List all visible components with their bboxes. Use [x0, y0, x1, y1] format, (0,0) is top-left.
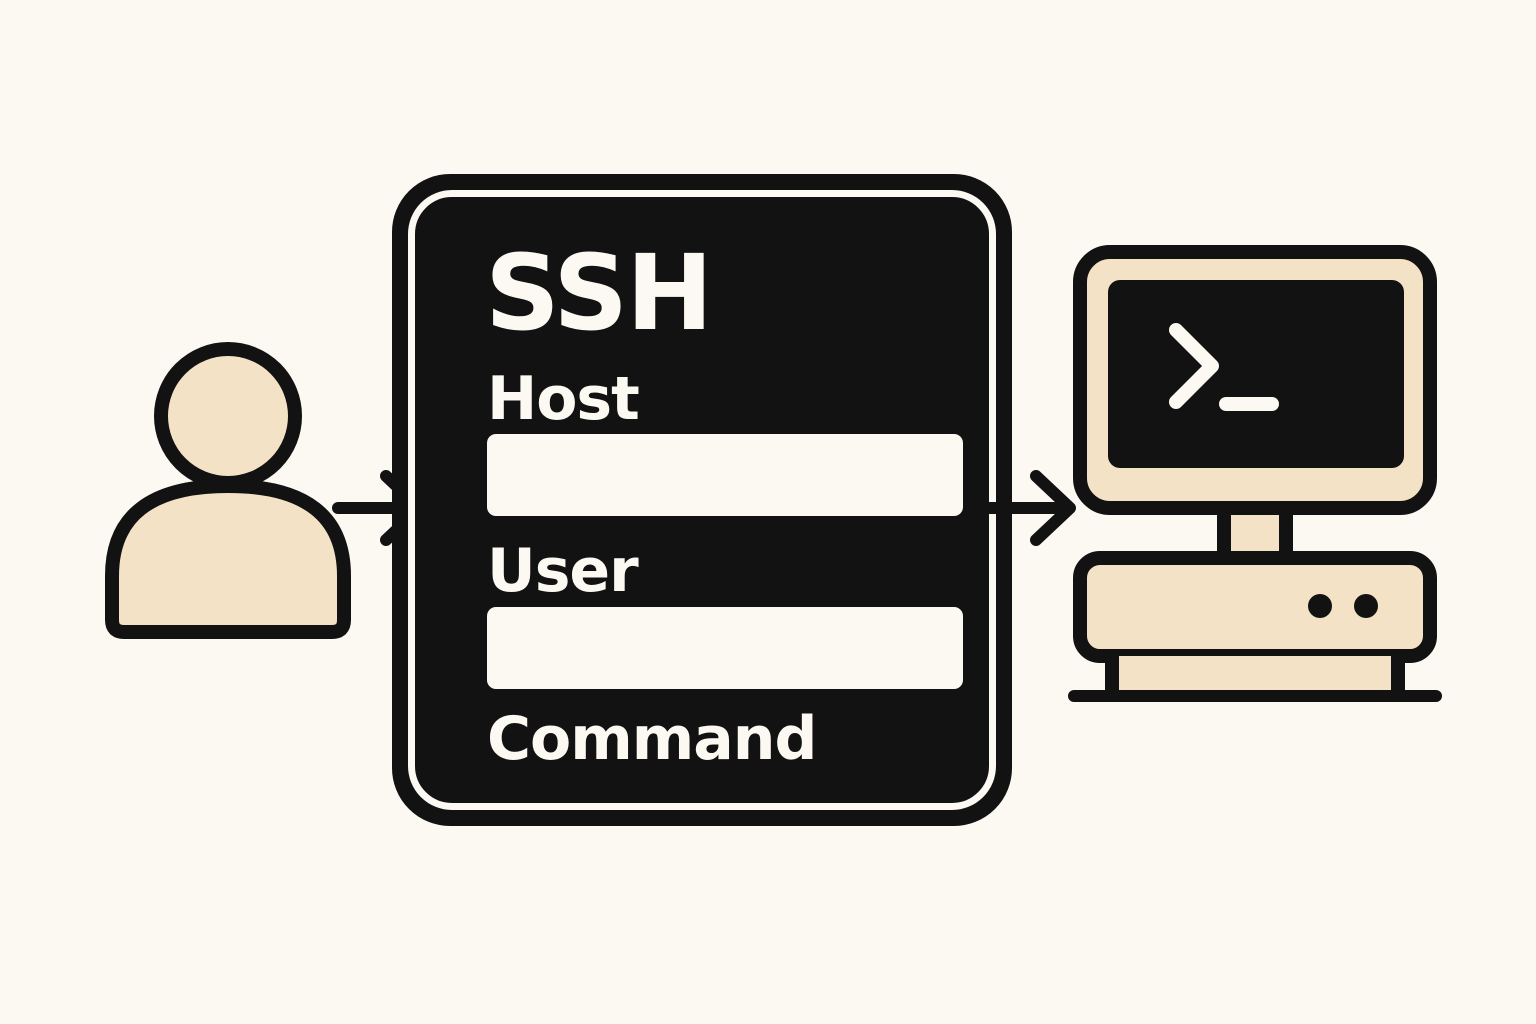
host-input[interactable] [487, 434, 963, 516]
host-label: Host [487, 364, 640, 434]
user-icon [105, 342, 351, 639]
ssh-panel-frame: SSH Host User Command [408, 190, 996, 810]
user-input[interactable] [487, 607, 963, 689]
user-label: User [487, 536, 639, 606]
command-label: Command [487, 704, 817, 774]
computer-terminal-icon [1068, 245, 1442, 702]
ssh-panel: SSH Host User Command [392, 174, 1012, 826]
ssh-title: SSH [485, 232, 713, 354]
arrow-right-icon [984, 470, 1076, 546]
